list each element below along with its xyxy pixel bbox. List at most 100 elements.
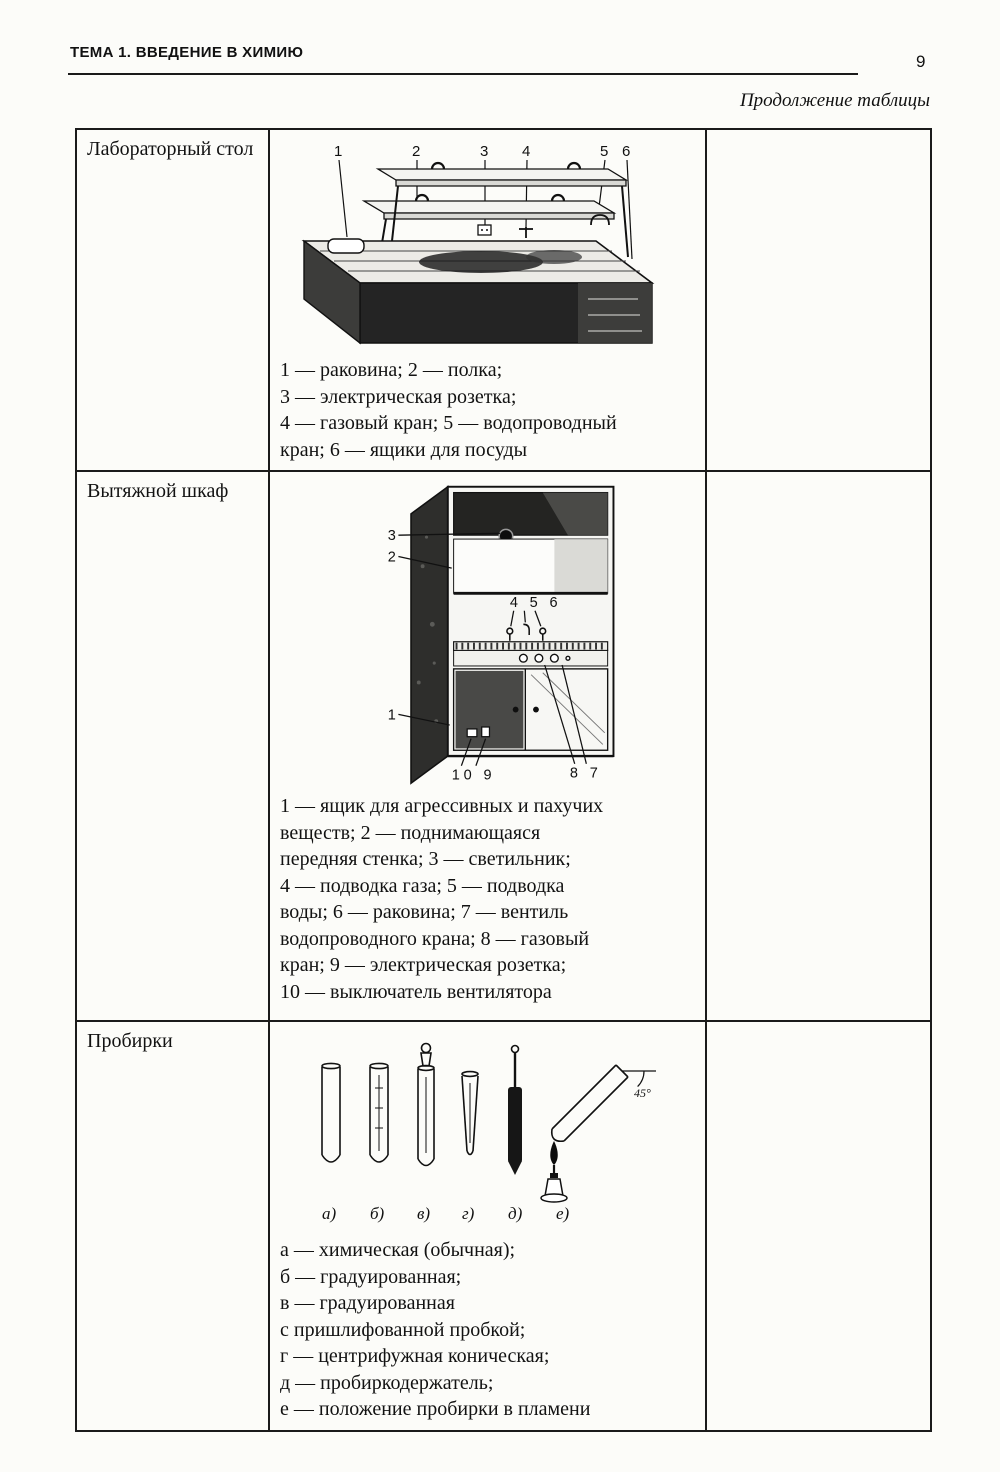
figure-cell-fume-hood: 3 2 1 4 5 6 10 9 8 7 1 — ящик для агресс… — [268, 470, 707, 1022]
figure-cell-lab-table: 1 2 3 4 5 6 — [268, 128, 707, 472]
door-knob-left — [512, 706, 519, 713]
electric-socket — [477, 224, 492, 236]
caption-line: кран; 6 — ящики для посуды — [280, 438, 528, 461]
fume-hood-figure: 3 2 1 4 5 6 10 9 8 7 — [388, 485, 615, 785]
caption-line: веществ; 2 — поднимающаяся — [280, 821, 541, 844]
upper-shelf — [375, 161, 629, 187]
callout-87: 8 7 — [570, 765, 602, 781]
item-label-d: д) — [508, 1204, 523, 1223]
caption-line: с пришлифованной пробкой; — [280, 1318, 526, 1341]
caption-line: 1 — ящик для агрессивных и пахучих — [280, 795, 604, 817]
row-title: Вытяжной шкаф — [87, 480, 229, 502]
caption-line: д — пробиркодержатель; — [280, 1371, 494, 1394]
leader-lines — [398, 532, 587, 766]
notes-cell-empty — [705, 1020, 932, 1432]
row-title: Лабораторный стол — [87, 138, 254, 160]
drawer-block — [578, 283, 652, 343]
title-cell-lab-table: Лабораторный стол — [75, 128, 270, 472]
running-head: ТЕМА 1. ВВЕДЕНИЕ В ХИМИЮ — [70, 44, 304, 61]
caption-line: водопроводного крана; 8 — газовый — [280, 927, 590, 950]
caption-line: 4 — подводка газа; 5 — подводка — [280, 874, 565, 897]
spirit-burner — [540, 1165, 568, 1203]
table-row-lab-table: Лабораторный стол 1 — [75, 128, 932, 472]
drawer-handles — [588, 298, 642, 332]
figure-caption: 1 — ящик для агрессивных и пахучих вещес… — [280, 793, 695, 1005]
table-row-fume-hood: Вытяжной шкаф — [75, 470, 932, 1022]
caption-line: кран; 9 — электрическая розетка; — [280, 954, 567, 976]
table-continuation-note: Продолжение таблицы — [739, 90, 930, 111]
angle-label: 45° — [634, 1086, 651, 1100]
callout-2: 2 — [388, 549, 396, 565]
table-row-test-tubes: Пробирки — [75, 1020, 932, 1432]
valve-handles — [518, 653, 571, 663]
callout-109: 10 9 — [452, 767, 496, 783]
tube-conical — [461, 1070, 479, 1156]
caption-line: б — градуированная; — [280, 1265, 462, 1288]
callout-456: 4 5 6 — [510, 595, 562, 611]
page-number: 9 — [916, 52, 926, 71]
lab-table-figure: 1 2 3 4 5 6 — [301, 143, 655, 345]
caption-line: 10 — выключатель вентилятора — [280, 980, 552, 1003]
sink — [327, 238, 365, 254]
gas-tap — [519, 227, 533, 238]
callout-numbers: 3 2 1 4 5 6 10 9 8 7 — [388, 528, 602, 783]
caption-line: 3 — электрическая розетка; — [280, 385, 517, 408]
item-label-v: в) — [417, 1204, 430, 1223]
test-tubes-figure: 45° а) б) в) г) — [321, 1042, 656, 1223]
lower-shelf — [361, 193, 617, 220]
item-label-g: г) — [462, 1204, 475, 1223]
caption-line: г — центрифужная коническая; — [280, 1345, 550, 1367]
item-label-b: б) — [370, 1204, 385, 1223]
header-rule — [68, 73, 858, 75]
sash-shading — [554, 539, 608, 594]
callout-6: 6 — [622, 143, 630, 160]
callout-2: 2 — [412, 143, 420, 160]
callout-5: 5 — [600, 143, 608, 160]
water-tap — [590, 214, 610, 226]
caption-line: воды; 6 — раковина; 7 — вентиль — [280, 901, 569, 923]
figure-caption: 1 — раковина; 2 — полка; 3 — электрическ… — [280, 357, 695, 463]
front-apron — [453, 649, 609, 667]
tube-plain — [321, 1062, 341, 1163]
tube-graduated — [369, 1062, 389, 1163]
notes-cell-empty — [705, 128, 932, 472]
tube-holder — [508, 1044, 522, 1175]
callout-3: 3 — [480, 143, 488, 160]
toner-blotch-2 — [526, 250, 582, 264]
side-panel — [410, 485, 449, 785]
item-label-e: е) — [556, 1204, 570, 1223]
switch-and-socket — [466, 726, 491, 738]
caption-line: в — градуированная — [280, 1292, 455, 1314]
title-cell-fume-hood: Вытяжной шкаф — [75, 470, 270, 1022]
callout-3: 3 — [388, 528, 396, 544]
cupboard-door-right — [530, 672, 606, 745]
toner-blotch — [419, 251, 543, 273]
callout-numbers: 1 2 3 4 5 6 — [334, 143, 630, 160]
caption-line: а — химическая (обычная); — [280, 1239, 516, 1261]
angle-arc — [637, 1070, 645, 1088]
tube-with-stopper — [417, 1042, 435, 1167]
caption-line: е — положение пробирки в пламени — [280, 1398, 591, 1420]
lamp-box-highlight — [542, 492, 608, 536]
caption-line: 4 — газовый кран; 5 — водопроводный — [280, 412, 617, 434]
table-side-panel — [303, 239, 361, 345]
figure-cell-test-tubes: 45° а) б) в) г) — [268, 1020, 707, 1432]
notes-cell-empty — [705, 470, 932, 1022]
service-taps — [506, 623, 547, 641]
item-label-a: а) — [322, 1204, 337, 1223]
row-title: Пробирки — [87, 1030, 173, 1052]
caption-line: 1 — раковина; 2 — полка; — [280, 359, 503, 381]
tube-in-flame: 45° — [540, 1064, 656, 1203]
shelf-posts — [381, 185, 629, 258]
callout-1: 1 — [388, 707, 396, 723]
callout-4: 4 — [522, 143, 530, 160]
figure-caption: а — химическая (обычная); б — градуирова… — [280, 1237, 695, 1423]
caption-line: передняя стенка; 3 — светильник; — [280, 848, 571, 870]
title-cell-test-tubes: Пробирки — [75, 1020, 270, 1432]
equipment-table: Лабораторный стол 1 — [75, 128, 932, 1432]
flame — [550, 1141, 558, 1165]
item-labels: а) б) в) г) д) е) — [322, 1204, 570, 1223]
door-knob-right — [533, 706, 539, 713]
callout-1: 1 — [334, 143, 342, 160]
